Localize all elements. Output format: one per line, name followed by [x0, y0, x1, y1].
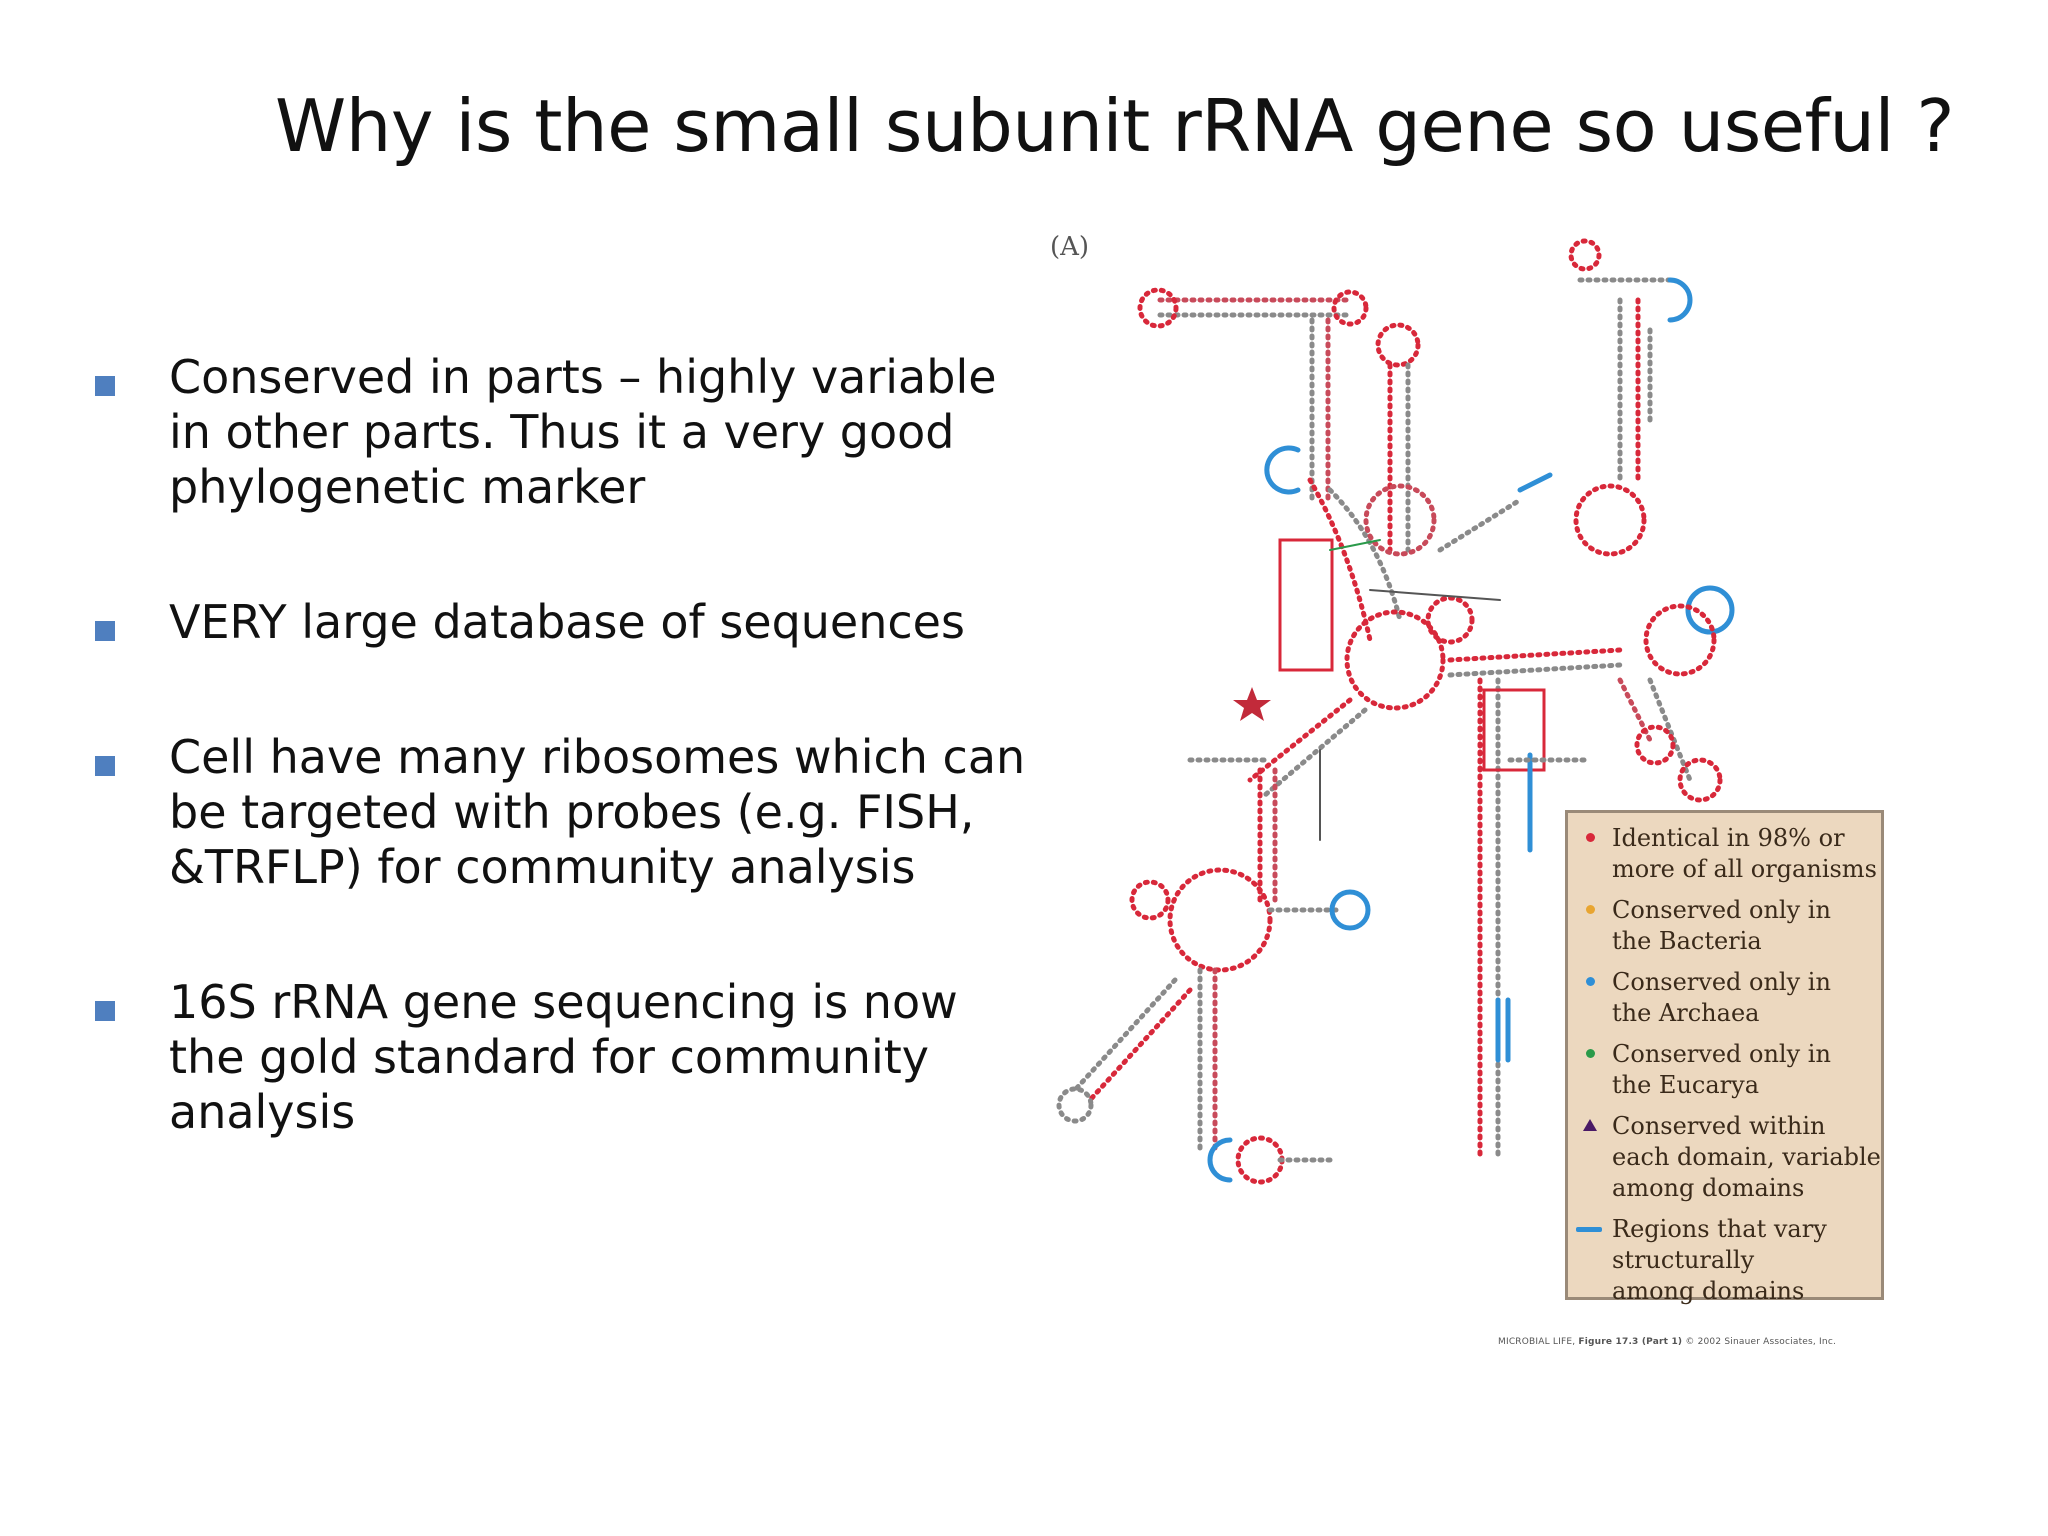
red-dot-icon — [1586, 833, 1595, 842]
figure-label: (A) — [1050, 232, 1090, 262]
square-bullet-icon — [95, 756, 115, 776]
blue-dot-icon — [1586, 977, 1595, 986]
bullet-text: VERY large database of sequences — [169, 595, 965, 649]
legend-item: Conserved only in the Bacteria — [1582, 895, 1881, 957]
legend-item: Identical in 98% or more of all organism… — [1582, 823, 1881, 885]
credit-figure: Figure 17.3 (Part 1) — [1578, 1337, 1683, 1347]
square-bullet-icon — [95, 376, 115, 396]
legend-text: Regions that vary structurally among dom… — [1612, 1215, 1827, 1305]
rrna-secondary-structure-diagram — [1056, 238, 1735, 1185]
credit-source: MICROBIAL LIFE, — [1498, 1337, 1576, 1347]
legend-text: Conserved within each domain, variable a… — [1612, 1112, 1881, 1202]
rrna-figure: (A) — [1050, 220, 1950, 1370]
legend-item: Conserved only in the Eucarya — [1582, 1039, 1881, 1101]
figure-legend: Identical in 98% or more of all organism… — [1565, 810, 1884, 1305]
legend-text: Conserved only in the Eucarya — [1612, 1040, 1831, 1099]
purple-triangle-icon — [1583, 1119, 1597, 1131]
legend-text: Conserved only in the Archaea — [1612, 968, 1831, 1027]
orange-dot-icon — [1586, 905, 1595, 914]
slide-title: Why is the small subunit rRNA gene so us… — [275, 84, 1955, 168]
legend-item: Conserved within each domain, variable a… — [1582, 1111, 1881, 1204]
green-dot-icon — [1586, 1049, 1595, 1058]
legend-item: Conserved only in the Archaea — [1582, 967, 1881, 1029]
legend-item: Regions that vary structurally among dom… — [1576, 1214, 1881, 1307]
blue-bar-icon — [1576, 1227, 1602, 1232]
star-marker-icon — [1233, 687, 1271, 721]
bullet-text: 16S rRNA gene sequencing is now the gold… — [169, 975, 958, 1139]
bullet-text: Conserved in parts – highly variable in … — [169, 350, 997, 514]
credit-copyright: © 2002 Sinauer Associates, Inc. — [1685, 1337, 1837, 1347]
square-bullet-icon — [95, 1001, 115, 1021]
bullet-text: Cell have many ribosomes which can be ta… — [169, 730, 1026, 894]
figure-credit: MICROBIAL LIFE, Figure 17.3 (Part 1) © 2… — [1498, 1337, 1836, 1347]
square-bullet-icon — [95, 621, 115, 641]
legend-text: Identical in 98% or more of all organism… — [1612, 824, 1877, 883]
legend-text: Conserved only in the Bacteria — [1612, 896, 1831, 955]
